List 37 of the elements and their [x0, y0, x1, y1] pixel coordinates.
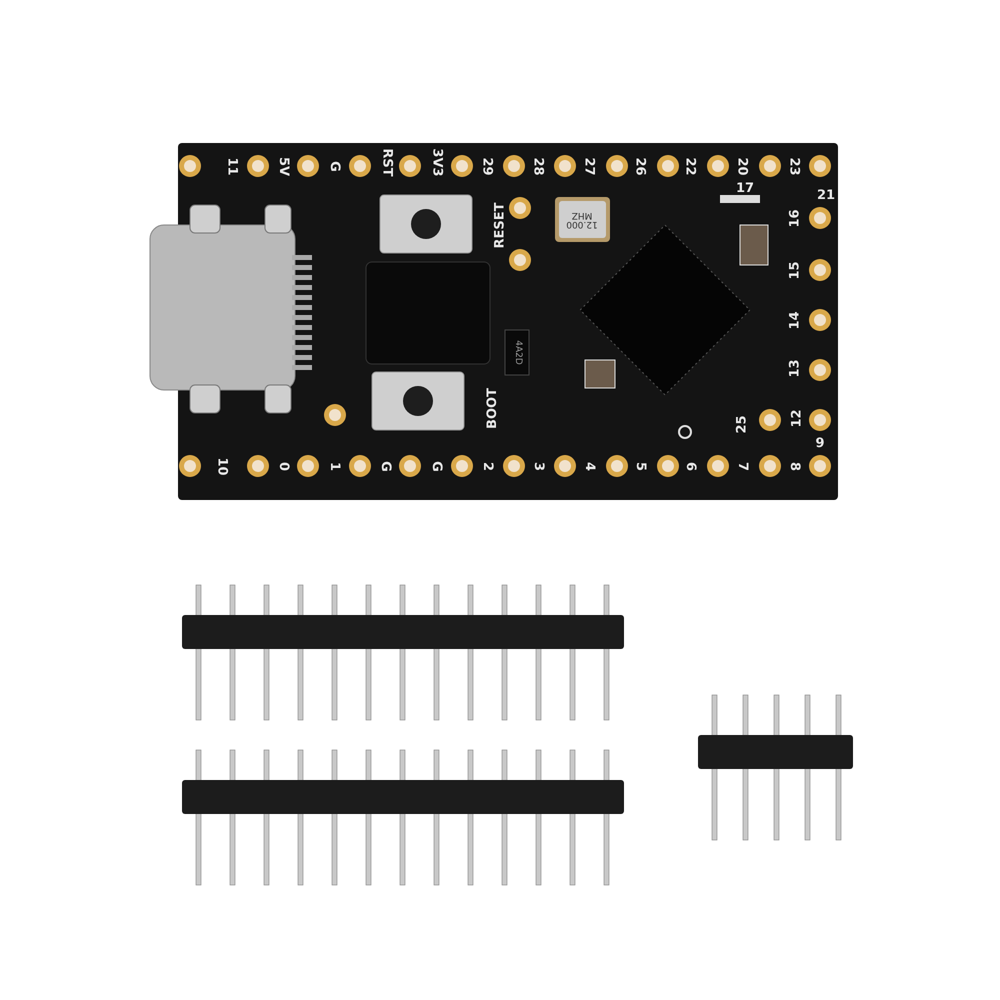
pin-label: 20	[736, 156, 749, 176]
pin-label: 27	[582, 156, 596, 176]
pin-label: RESET	[494, 202, 506, 248]
pin-label: 4	[582, 461, 596, 471]
pin-label: 22	[684, 156, 697, 176]
pin-label: 15	[788, 260, 802, 280]
pin-label: 11	[226, 156, 239, 176]
crystal-marking: 12.000 MHZ	[565, 210, 599, 228]
chip-marking: 4A2D	[512, 340, 522, 364]
pin-label: 23	[788, 156, 801, 176]
pin-label: G	[327, 160, 340, 172]
pin-label: G	[378, 460, 392, 472]
pin-label: 12	[790, 408, 804, 428]
pin-label: 29	[480, 156, 494, 176]
pin-label: G	[429, 460, 442, 472]
pin-label: 3	[532, 461, 545, 471]
pin-label: RST	[380, 148, 394, 176]
pin-label: BOOT	[485, 388, 498, 428]
pin-label: 14	[788, 310, 802, 330]
pin-label: 10	[216, 456, 229, 476]
pin-label: 0	[276, 461, 290, 471]
pin-label: 16	[788, 208, 802, 228]
pin-label: 17	[736, 182, 754, 194]
pin-label: 13	[788, 358, 802, 378]
pin-label: 5	[634, 461, 647, 471]
pin-label: 9	[816, 436, 825, 450]
pin-label: 8	[788, 461, 801, 471]
pin-label: 21	[817, 188, 836, 202]
pin-label: 26	[634, 156, 647, 176]
pin-label: 5V	[276, 156, 290, 176]
pin-label: 7	[736, 461, 749, 471]
pin-label: 28	[532, 156, 545, 176]
pin-label: 6	[684, 461, 697, 471]
pin-label: 25	[736, 414, 749, 434]
pin-label: 2	[480, 461, 494, 471]
pin-label: 1	[328, 461, 341, 471]
pin-label: 3V3	[430, 148, 444, 176]
